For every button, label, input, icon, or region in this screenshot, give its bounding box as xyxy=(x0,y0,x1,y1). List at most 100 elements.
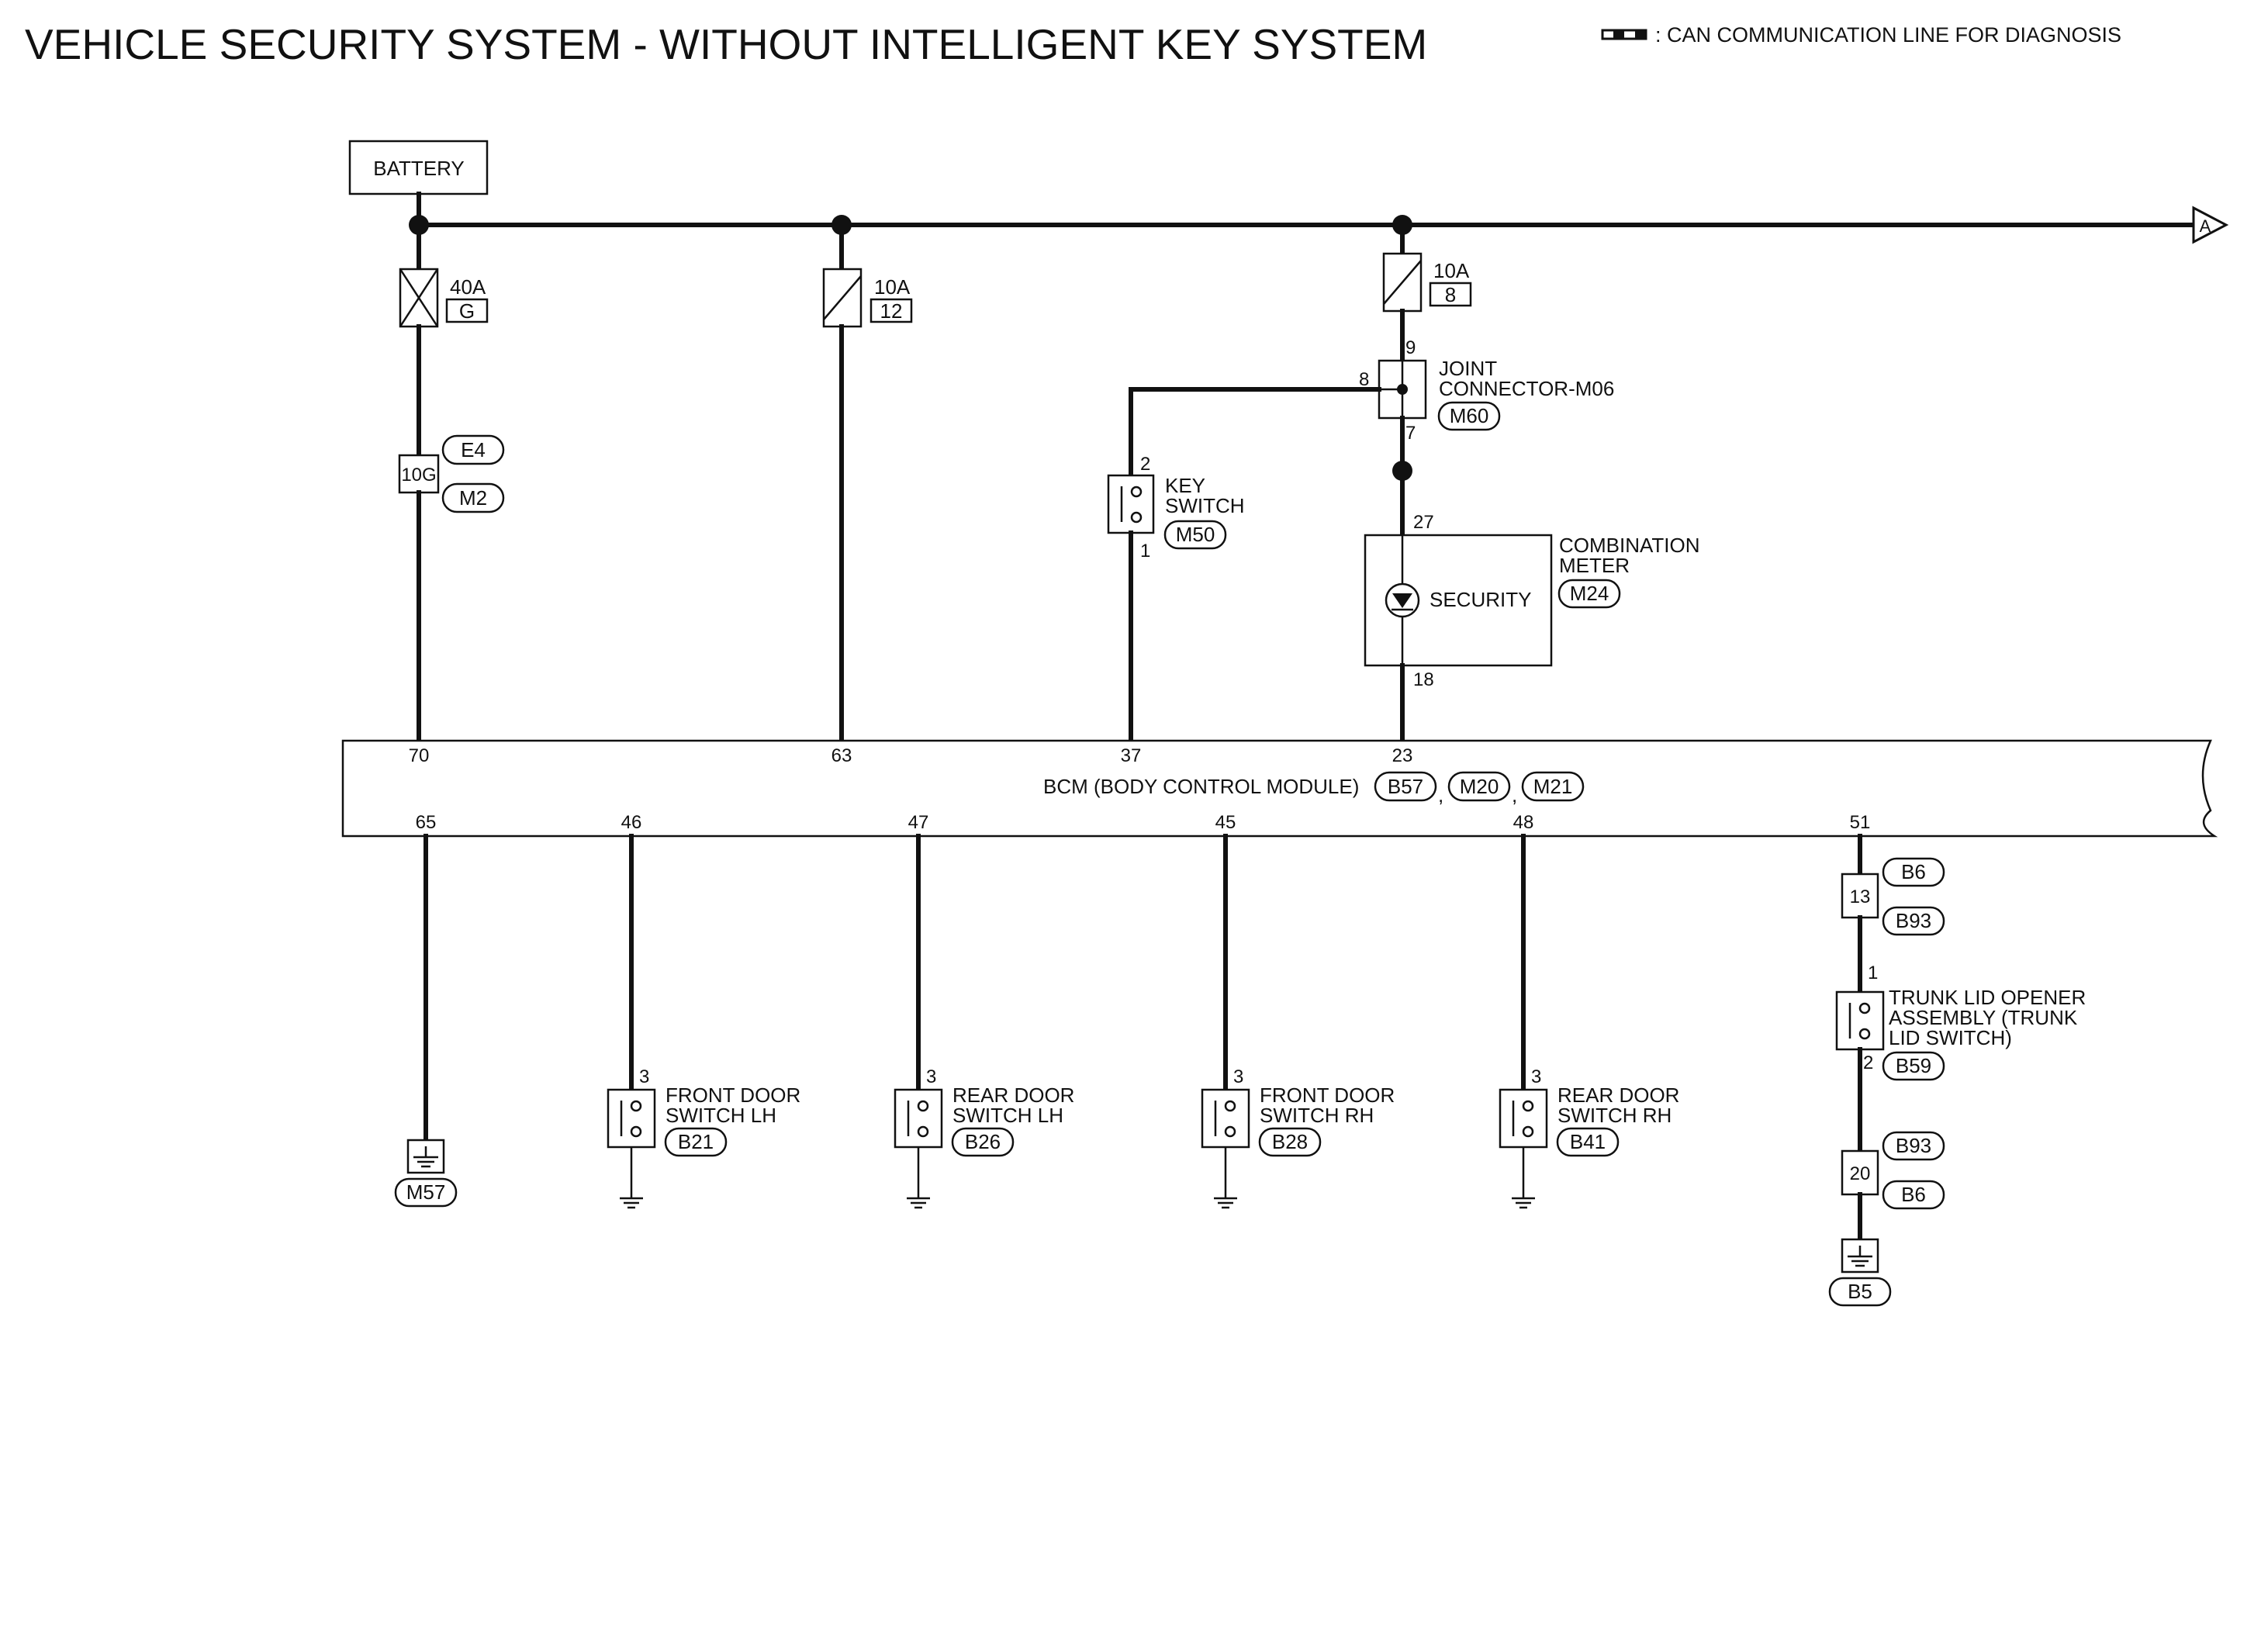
key-switch-pin-2: 2 xyxy=(1140,454,1150,475)
joint-connector-label-2: CONNECTOR-M06 xyxy=(1439,377,1614,400)
front-door-switch-rh-pin: 3 xyxy=(1233,1066,1243,1087)
connector-b57: B57 xyxy=(1388,775,1423,798)
rear-door-switch-rh-pin: 3 xyxy=(1531,1066,1541,1087)
fuse-10a-12 xyxy=(822,268,863,328)
bcm-conn-separator-1: , xyxy=(1438,783,1443,807)
connector-b93-lower: B93 xyxy=(1896,1134,1931,1157)
joint-pin-7: 7 xyxy=(1405,423,1416,444)
bcm-pin-65: 65 xyxy=(416,812,437,833)
rear-door-switch-rh-label-1: REAR DOOR xyxy=(1557,1083,1679,1107)
trunk-switch-label-2: ASSEMBLY (TRUNK xyxy=(1889,1006,2078,1029)
connector-m20: M20 xyxy=(1460,775,1499,798)
connector-10g: 10G xyxy=(398,454,440,494)
bcm-pin-23: 23 xyxy=(1392,745,1413,766)
combination-meter-label-1: COMBINATION xyxy=(1559,534,1700,557)
diagram-title: VEHICLE SECURITY SYSTEM - WITHOUT INTELL… xyxy=(25,20,1427,68)
meter-pin-18: 18 xyxy=(1413,669,1434,690)
fuse-8-id: 8 xyxy=(1445,283,1456,306)
rear-door-switch-rh-label-2: SWITCH RH xyxy=(1557,1104,1672,1127)
rear-door-switch-lh-pin: 3 xyxy=(926,1066,936,1087)
fuse-40a-rating: 40A xyxy=(450,275,486,299)
trunk-switch-label-1: TRUNK LID OPENER xyxy=(1889,986,2086,1009)
connector-b41: B41 xyxy=(1570,1130,1606,1153)
security-indicator-label: SECURITY xyxy=(1430,588,1531,611)
connector-m24: M24 xyxy=(1570,582,1609,605)
rear-door-switch-lh-label-1: REAR DOOR xyxy=(952,1083,1074,1107)
legend-text: : CAN COMMUNICATION LINE FOR DIAGNOSIS xyxy=(1655,23,2121,47)
connector-20: 20 xyxy=(1841,1149,1879,1196)
connector-b6-lower: B6 xyxy=(1901,1183,1926,1206)
bcm-pin-63: 63 xyxy=(831,745,852,766)
ground-b5-icon xyxy=(1841,1238,1879,1274)
trunk-lid-switch xyxy=(1835,990,1885,1051)
bcm-pin-45: 45 xyxy=(1215,812,1236,833)
trunk-switch-pin-2: 2 xyxy=(1863,1052,1873,1073)
connector-10g-pin: 10G xyxy=(401,465,436,486)
connector-m2: M2 xyxy=(459,486,487,510)
combination-meter xyxy=(1364,534,1553,667)
connector-b26: B26 xyxy=(965,1130,1001,1153)
rear-door-switch-lh-label-2: SWITCH LH xyxy=(952,1104,1063,1127)
trunk-switch-pin-1: 1 xyxy=(1868,963,1878,983)
connector-m50: M50 xyxy=(1176,523,1215,546)
connector-b28: B28 xyxy=(1272,1130,1308,1153)
joint-pin-9: 9 xyxy=(1405,337,1416,358)
front-door-switch-rh-label-1: FRONT DOOR xyxy=(1260,1083,1395,1107)
bcm-pin-48: 48 xyxy=(1513,812,1534,833)
connector-m60: M60 xyxy=(1450,404,1489,427)
joint-connector-label-1: JOINT xyxy=(1439,357,1497,380)
joint-connector-m06 xyxy=(1378,359,1427,420)
bcm-pin-51: 51 xyxy=(1850,812,1871,833)
bcm xyxy=(341,739,2218,838)
fuse-10a-8 xyxy=(1382,252,1423,313)
continuation-label: A xyxy=(2200,216,2211,236)
trunk-switch-label-3: LID SWITCH) xyxy=(1889,1026,2012,1049)
key-switch xyxy=(1107,474,1155,534)
fuse-8-rating: 10A xyxy=(1433,259,1470,282)
combination-meter-label-2: METER xyxy=(1559,554,1630,577)
bcm-pin-70: 70 xyxy=(409,745,430,766)
key-switch-label-1: KEY xyxy=(1165,474,1205,497)
connector-b6-upper: B6 xyxy=(1901,860,1926,883)
bcm-pin-46: 46 xyxy=(621,812,642,833)
connector-13: 13 xyxy=(1841,873,1879,919)
key-switch-label-2: SWITCH xyxy=(1165,494,1245,517)
fuse-12-id: 12 xyxy=(880,299,903,323)
connector-13-pin: 13 xyxy=(1850,886,1871,907)
bcm-conn-separator-2: , xyxy=(1512,783,1517,807)
connector-20-pin: 20 xyxy=(1850,1163,1871,1184)
connector-m57: M57 xyxy=(406,1180,446,1204)
fuse-40a-g xyxy=(399,268,439,328)
fuse-40a-id: G xyxy=(459,299,475,323)
security-led-icon xyxy=(1392,593,1412,608)
bcm-pin-37: 37 xyxy=(1121,745,1142,766)
key-switch-pin-1: 1 xyxy=(1140,541,1150,562)
battery: BATTERY xyxy=(348,140,489,195)
battery-label: BATTERY xyxy=(373,157,465,180)
bcm-label: BCM (BODY CONTROL MODULE) xyxy=(1043,775,1359,798)
joint-pin-8: 8 xyxy=(1359,369,1369,390)
connector-b93-upper: B93 xyxy=(1896,909,1931,932)
connector-b21: B21 xyxy=(678,1130,714,1153)
continuation-arrow: A xyxy=(2192,206,2229,244)
connector-e4: E4 xyxy=(461,438,486,461)
splice-meter xyxy=(1392,461,1412,481)
fuse-12-rating: 10A xyxy=(874,275,911,299)
connector-b5: B5 xyxy=(1848,1280,1872,1303)
front-door-switch-lh-pin: 3 xyxy=(639,1066,649,1087)
front-door-switch-lh-label-1: FRONT DOOR xyxy=(666,1083,800,1107)
bcm-pin-47: 47 xyxy=(908,812,929,833)
connector-m21: M21 xyxy=(1533,775,1573,798)
can-line-legend: : CAN COMMUNICATION LINE FOR DIAGNOSIS xyxy=(1601,23,2121,47)
front-door-switch-rh-label-2: SWITCH RH xyxy=(1260,1104,1374,1127)
front-door-switch-lh-label-2: SWITCH LH xyxy=(666,1104,776,1127)
ground-m57-icon xyxy=(406,1139,445,1174)
connector-b59: B59 xyxy=(1896,1054,1931,1077)
meter-pin-27: 27 xyxy=(1413,512,1434,533)
